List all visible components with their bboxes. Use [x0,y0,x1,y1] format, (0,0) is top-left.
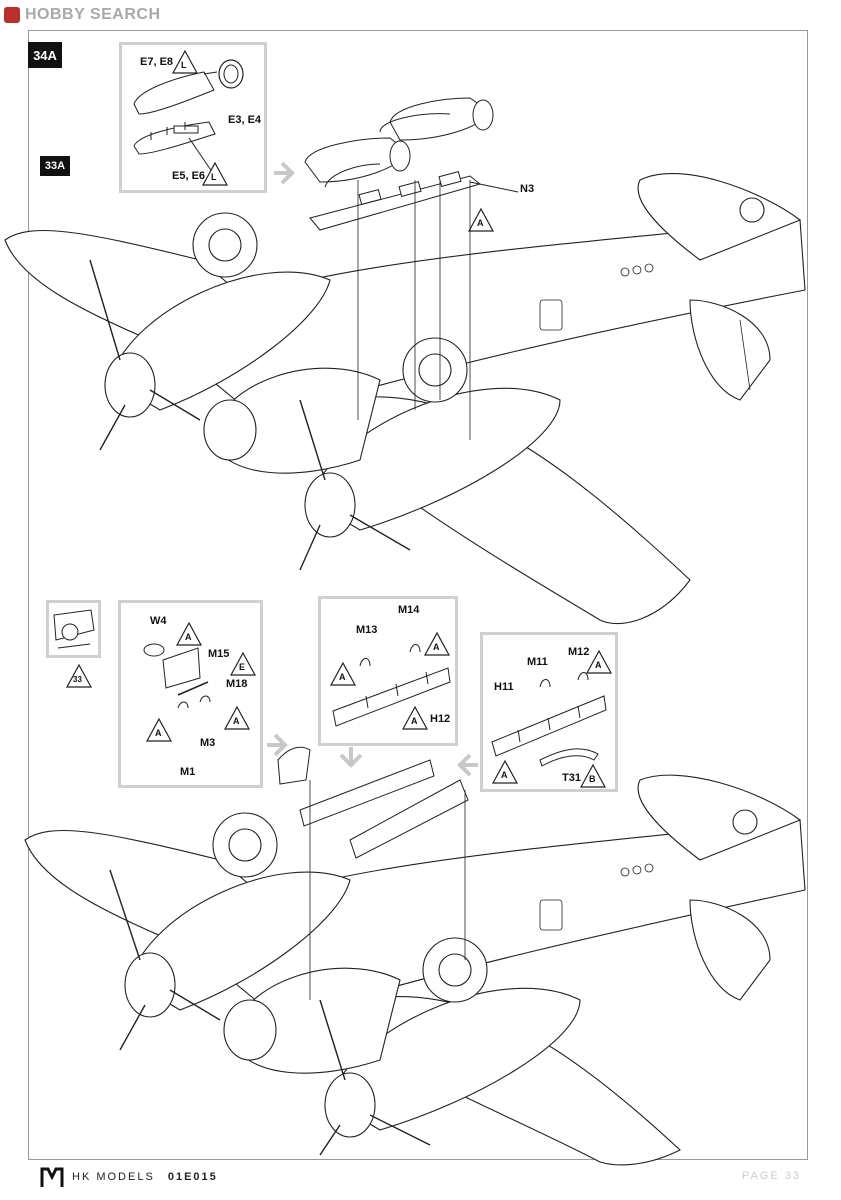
glue-l-triangle-icon [171,49,199,74]
glue-a-label-h12c: A [411,716,418,726]
glue-l-label-1: L [181,60,187,70]
ref-33-label: 33 [73,675,82,684]
glue-b-triangle-icon [579,763,607,788]
callout-m1-drawing [143,643,211,709]
hobby-search-logo-icon [4,7,20,23]
label-m13: M13 [356,624,378,636]
assembly-arrow-left-icon [457,753,478,777]
glue-a-triangle-icon-h11b [491,759,519,784]
watermark-text: HOBBY SEARCH [25,6,161,23]
glue-a-label-h12a: A [433,642,440,652]
page-frame [28,30,808,1160]
callout-h11-drawing [491,672,607,767]
glue-l-triangle-icon-2 [201,161,229,186]
assembly-arrow-icon [274,161,295,185]
label-e3-e4: E3, E4 [228,114,262,126]
step-33a-badge: 33A [40,156,70,176]
ref-33-triangle-icon [65,663,93,688]
glue-a-triangle-icon-h11a [585,649,613,674]
glue-a-label-h11a: A [595,660,602,670]
label-e7-e8: E7, E8 [140,56,174,68]
glue-a-triangle-icon-m1a [175,621,203,646]
glue-e-label: E [239,662,246,672]
label-h11: H11 [494,681,514,693]
label-h12: H12 [430,713,451,725]
footer-product-code: 01E015 [167,1171,218,1183]
glue-a-label-m1b: A [155,728,162,738]
bombs-and-rack-drawing [304,97,519,231]
label-m15: M15 [208,648,230,660]
label-e5-e6: E5, E6 [172,170,206,182]
glue-a-label-m1c: A [233,716,240,726]
glue-a-triangle-icon-m1b [145,717,173,742]
footer-brand: HK MODELS 01E015 [72,1171,218,1183]
label-t31: T31 [562,772,581,784]
callout-e-parts-drawing [133,59,244,183]
glue-a-label-top: A [477,218,484,228]
aircraft-bottom-drawing [24,774,806,1166]
hk-models-logo-icon [40,1167,64,1187]
glue-a-triangle-icon-h12a [423,631,451,656]
label-m11: M11 [527,656,548,668]
ref-33-drawing [53,609,95,649]
glue-e-triangle-icon [229,651,257,676]
glue-a-triangle-icon-h12b [329,661,357,686]
label-m12: M12 [568,646,590,658]
callout-h12-drawing [332,644,451,727]
glue-l-label-2: L [211,172,217,182]
step-34a-badge: 34A [28,42,62,68]
footer-page-number: PAGE 33 [742,1170,802,1182]
assembly-arrow-icon-2 [267,733,288,757]
glue-a-label-h12b: A [339,672,346,682]
glue-b-label: B [589,774,596,784]
label-m1: M1 [180,766,196,778]
label-m14: M14 [398,604,420,616]
assembly-arrow-down-icon [339,747,363,768]
glue-a-triangle-icon-m1c [223,705,251,730]
hobby-search-watermark: HOBBY SEARCH [4,4,161,26]
glue-a-label-h11b: A [501,770,508,780]
footer-brand-name: HK MODELS [72,1171,155,1183]
glue-a-triangle-icon-h12c [401,705,429,730]
glue-a-label-m1a: A [185,632,192,642]
label-w4: W4 [150,615,167,627]
label-m3: M3 [200,737,216,749]
label-n3: N3 [520,183,535,195]
loose-panels-drawing [277,746,469,859]
label-m18: M18 [226,678,248,690]
glue-a-triangle-icon-top [467,207,495,232]
aircraft-top-drawing [4,172,806,625]
